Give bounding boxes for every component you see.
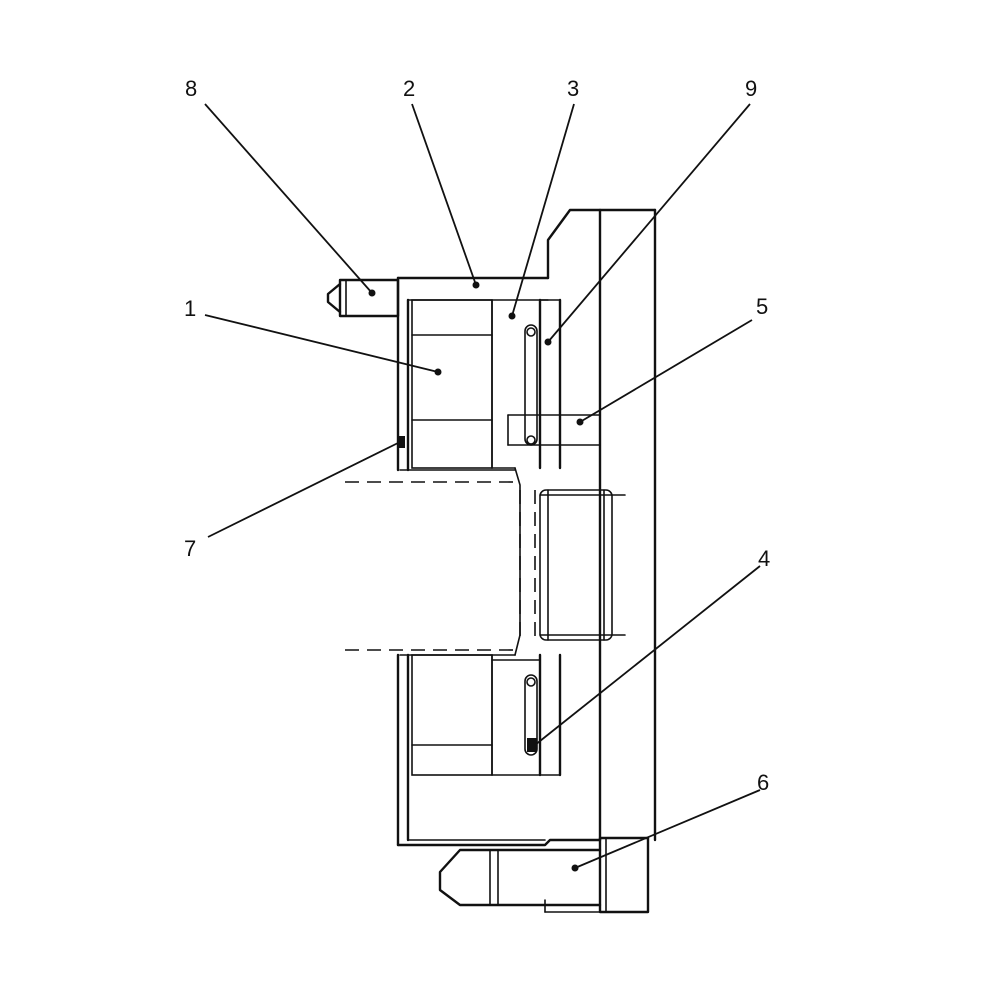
callout-9: 9 — [745, 76, 757, 101]
central-bore — [345, 467, 626, 656]
callout-3: 3 — [567, 76, 579, 101]
part-3-plate — [491, 298, 562, 777]
callout-8: 8 — [185, 76, 197, 101]
part-1-block-upper — [411, 299, 493, 469]
body-outline — [396, 208, 657, 847]
part-4-slot — [524, 674, 538, 756]
callout-7: 7 — [184, 536, 196, 561]
callout-1: 1 — [184, 296, 196, 321]
callout-2: 2 — [403, 76, 415, 101]
part-7-marker — [397, 436, 405, 448]
part-5-bore — [507, 414, 601, 446]
callout-4: 4 — [758, 546, 770, 571]
part-9-slot — [524, 324, 538, 446]
part-6-bolt — [438, 836, 650, 914]
callout-labels: 8 2 3 9 1 5 7 4 6 — [184, 76, 770, 795]
part-8-bolt — [326, 278, 400, 318]
part-1-block-lower — [411, 654, 493, 776]
callout-5: 5 — [756, 294, 768, 319]
callout-6: 6 — [757, 770, 769, 795]
leader-lines — [204, 103, 761, 872]
